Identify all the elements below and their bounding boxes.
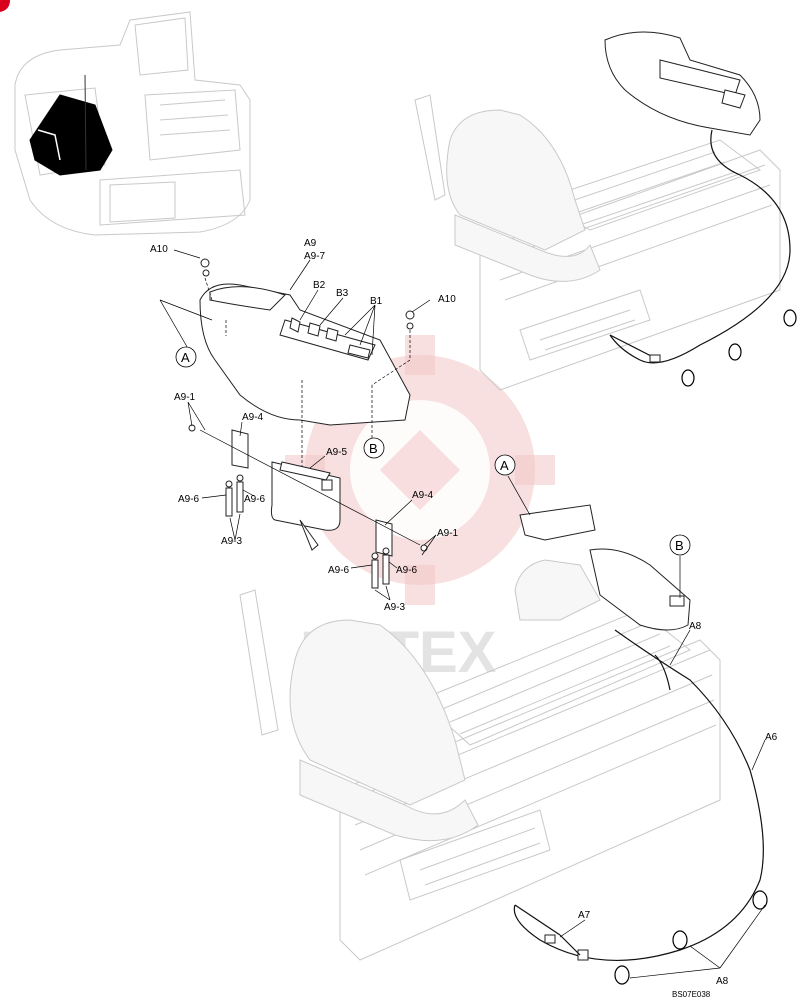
- callout-b-lower: B: [675, 538, 684, 553]
- label-a8-top: A8: [689, 621, 702, 632]
- label-a9-3-left: A9-3: [221, 536, 243, 547]
- label-b1: B1: [370, 296, 383, 307]
- label-a9-5: A9-5: [326, 447, 348, 458]
- leader-lines: [173, 249, 766, 979]
- exploded-console: [159, 258, 428, 589]
- callout-b: B: [369, 441, 378, 456]
- label-a8-bottom: A8: [716, 976, 729, 987]
- label-a9-3-right: A9-3: [384, 602, 406, 613]
- figure-code: BS07E038: [672, 990, 711, 999]
- label-a9-6-right2: A9-6: [396, 565, 418, 576]
- label-a9-4-left: A9-4: [242, 412, 264, 423]
- callout-a-lower: A: [500, 458, 509, 473]
- label-a6: A6: [765, 732, 778, 743]
- label-b2: B2: [313, 280, 326, 291]
- label-b3: B3: [336, 288, 349, 299]
- label-a9-1-left: A9-1: [174, 392, 196, 403]
- label-a10-right: A10: [438, 294, 456, 305]
- callout-a: A: [181, 350, 190, 365]
- label-a9: A9: [304, 238, 317, 249]
- corner-mark: [0, 0, 10, 12]
- label-a9-4-right: A9-4: [412, 490, 434, 501]
- bottom-assembly: [239, 454, 768, 985]
- label-a9-6-right1: A9-6: [328, 565, 350, 576]
- label-a9-1-right: A9-1: [437, 528, 459, 539]
- label-a9-6-left1: A9-6: [178, 494, 200, 505]
- top-right-assembly: [414, 31, 797, 391]
- label-a7: A7: [578, 910, 591, 921]
- label-a9-6-left2: A9-6: [244, 494, 266, 505]
- callout-labels: A10 A9 A9-7 B2 B3 B1 A10 A B A9-1 A9-4 A…: [150, 238, 778, 999]
- excavator-location-view: [14, 11, 251, 236]
- label-a10-left: A10: [150, 244, 168, 255]
- label-a9-7: A9-7: [304, 251, 326, 262]
